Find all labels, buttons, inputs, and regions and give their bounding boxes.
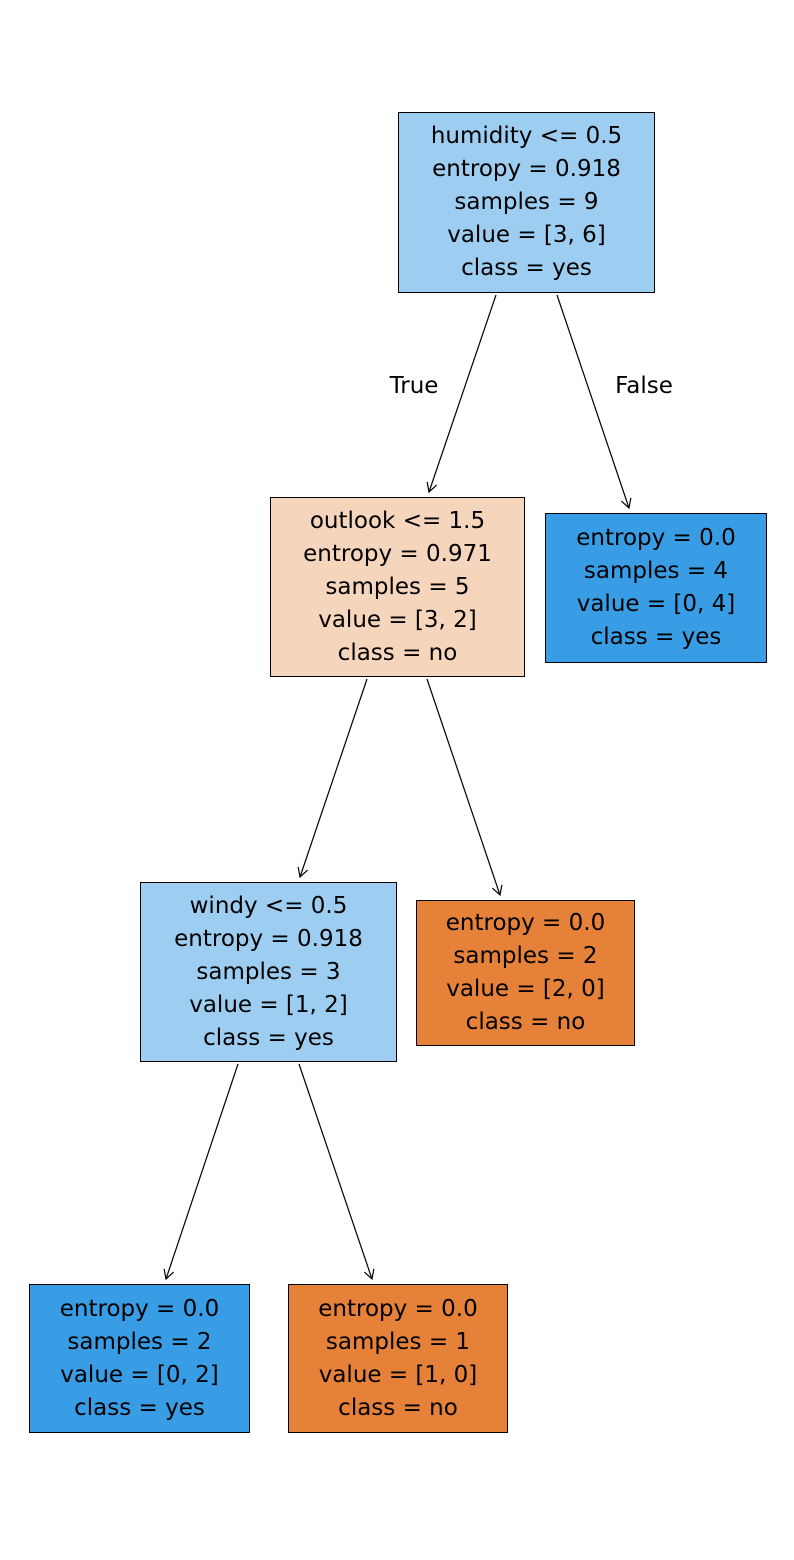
tree-node-root-humidity: humidity <= 0.5 entropy = 0.918 samples … xyxy=(398,112,655,293)
node-samples: samples = 2 xyxy=(67,1328,212,1355)
node-value: value = [2, 0] xyxy=(446,976,605,1002)
edge-windy-to-leaf-true xyxy=(163,1063,239,1281)
node-value: value = [0, 4] xyxy=(576,591,736,617)
edge-label-true: True xyxy=(389,373,439,399)
node-class: class = yes xyxy=(461,255,592,281)
edge-windy-to-leaf-false xyxy=(298,1063,375,1281)
node-entropy: entropy = 0.0 xyxy=(59,1295,220,1322)
edge-label-false: False xyxy=(615,373,673,399)
node-samples: samples = 9 xyxy=(454,189,599,215)
node-split-condition: humidity <= 0.5 xyxy=(430,123,623,149)
node-class: class = yes xyxy=(590,624,722,650)
node-entropy: entropy = 0.0 xyxy=(445,910,606,936)
node-entropy: entropy = 0.0 xyxy=(318,1295,478,1322)
node-samples: samples = 2 xyxy=(453,943,598,969)
tree-node-leaf-outlook-false: entropy = 0.0 samples = 2 value = [2, 0]… xyxy=(416,900,635,1046)
node-value: value = [1, 2] xyxy=(189,991,348,1018)
tree-node-leaf-humidity-false: entropy = 0.0 samples = 4 value = [0, 4]… xyxy=(545,513,767,663)
node-value: value = [1, 0] xyxy=(318,1361,478,1388)
node-entropy: entropy = 0.918 xyxy=(174,925,363,952)
node-samples: samples = 4 xyxy=(583,558,729,584)
node-samples: samples = 3 xyxy=(196,958,341,985)
node-class: class = yes xyxy=(203,1024,334,1051)
node-value: value = [3, 6] xyxy=(447,222,606,248)
node-class: class = yes xyxy=(74,1394,205,1421)
node-entropy: entropy = 0.918 xyxy=(432,156,621,182)
node-split-condition: windy <= 0.5 xyxy=(189,892,348,919)
edge-root-to-outlook xyxy=(426,294,497,494)
edge-root-to-leaf-false xyxy=(556,294,632,510)
node-entropy: entropy = 0.971 xyxy=(303,540,492,567)
node-class: class = no xyxy=(465,1009,586,1035)
tree-node-outlook-split: outlook <= 1.5 entropy = 0.971 samples =… xyxy=(270,497,525,677)
node-samples: samples = 5 xyxy=(325,573,470,600)
node-class: class = no xyxy=(338,1394,458,1421)
node-value: value = [0, 2] xyxy=(60,1361,219,1388)
node-entropy: entropy = 0.0 xyxy=(576,525,736,551)
edge-outlook-to-leaf-false xyxy=(426,678,503,897)
node-samples: samples = 1 xyxy=(325,1328,471,1355)
edge-outlook-to-windy xyxy=(297,678,368,879)
tree-node-leaf-windy-false: entropy = 0.0 samples = 1 value = [1, 0]… xyxy=(288,1284,508,1433)
tree-node-windy-split: windy <= 0.5 entropy = 0.918 samples = 3… xyxy=(140,882,397,1062)
node-class: class = no xyxy=(337,639,458,666)
tree-node-leaf-windy-true: entropy = 0.0 samples = 2 value = [0, 2]… xyxy=(29,1284,250,1433)
node-value: value = [3, 2] xyxy=(318,606,477,633)
node-split-condition: outlook <= 1.5 xyxy=(309,507,486,534)
